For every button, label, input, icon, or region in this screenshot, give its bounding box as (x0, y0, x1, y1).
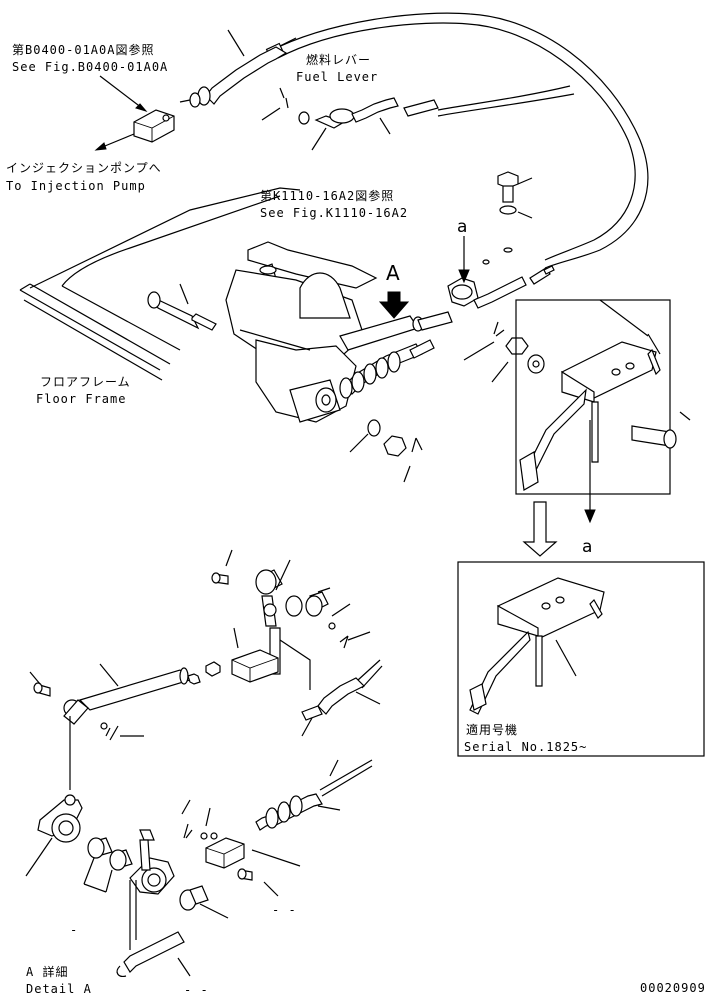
drawing-code: 00020909 (640, 981, 706, 995)
bracket-box-upper (515, 299, 671, 495)
view-a-arrow (378, 291, 410, 319)
point-a-label-2: a (582, 537, 592, 557)
serial-label-en: Serial No.1825~ (464, 740, 587, 754)
accelerator-pedal-assembly (147, 241, 378, 423)
bolt-and-washer (482, 171, 533, 265)
washer-nut-pin (349, 419, 423, 483)
dash-label-2: - - (272, 903, 297, 917)
lower-parts (25, 549, 383, 977)
pedal-rod (339, 265, 555, 351)
rod-end-block (133, 109, 175, 143)
floor-frame (19, 187, 301, 381)
point-a-label-1: a (457, 217, 467, 237)
fuel-lever-parts (261, 87, 439, 151)
pedal-cable-bellows (339, 339, 435, 399)
fuel-lever-label-en: Fuel Lever (296, 70, 378, 84)
fuel-lever-label-jp: 燃料レバー (306, 52, 371, 67)
detail-a-label-en: Detail A (26, 982, 92, 996)
ref-label-2-jp: 第K1110-16A2図参照 (260, 188, 394, 203)
floor-frame-label-en: Floor Frame (36, 392, 126, 406)
control-cable-loop (267, 12, 649, 269)
pin-right (631, 411, 691, 449)
nut-washer-right (463, 321, 545, 383)
dash-label-1: - (70, 923, 78, 937)
pump-label-jp: インジェクションポンプへ (6, 161, 162, 175)
ref-label-2-en: See Fig.K1110-16A2 (260, 206, 408, 220)
pump-label-en: To Injection Pump (6, 179, 146, 193)
upper-cable-end (179, 29, 297, 108)
ref-label-1-en: See Fig.B0400-01A0A (12, 60, 168, 74)
floor-frame-label-jp: フロアフレーム (40, 375, 131, 389)
bracket-box-serial (457, 561, 705, 757)
ref-label-1-jp: 第B0400-01A0A図参照 (12, 42, 154, 57)
detail-a-label-jp: A 詳細 (26, 964, 68, 979)
serial-label-jp: 適用号機 (466, 722, 518, 737)
dash-label-3: - - (184, 983, 209, 996)
view-a-label: A (386, 261, 400, 285)
